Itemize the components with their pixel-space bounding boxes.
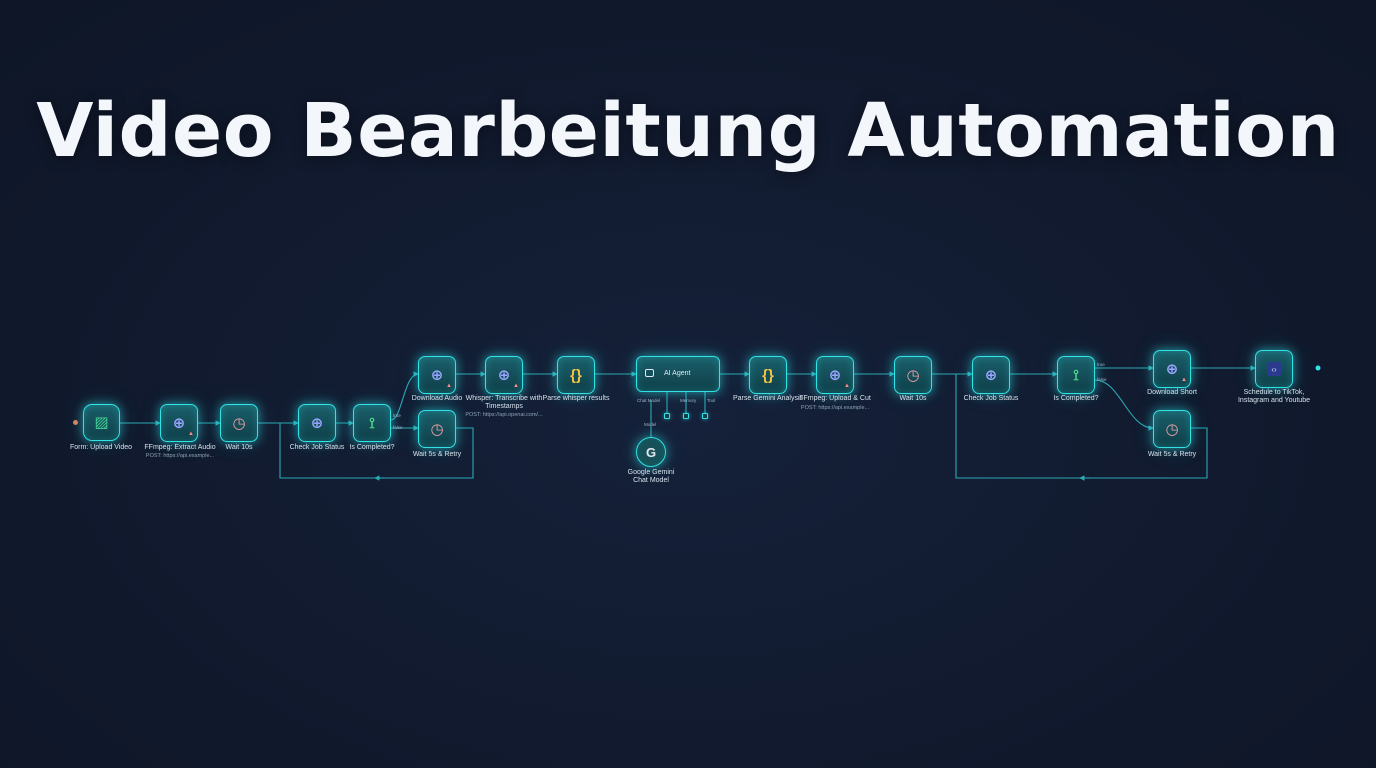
clock-icon: ◷ [1165, 420, 1179, 438]
agent-icon [645, 369, 654, 377]
node-label: Wait 5s & Retry [1147, 451, 1197, 458]
node-label: Form: Upload Video [69, 444, 133, 451]
node-label: Is Completed? [1053, 395, 1099, 402]
agent-port[interactable] [664, 413, 670, 419]
node-subtitle: POST: https://api.example... [800, 405, 870, 411]
node-label: Is Completed? [349, 444, 395, 451]
warning-icon: ▲ [188, 431, 194, 437]
code-icon: {} [570, 366, 582, 384]
trigger-indicator [73, 420, 78, 425]
clock-icon: ◷ [232, 414, 246, 432]
node-label: Wait 10s [899, 395, 927, 402]
if-icon: ⟟ [369, 414, 375, 432]
agent-port[interactable] [702, 413, 708, 419]
node-label: Parse Gemini Analysis [732, 395, 804, 402]
node-label: Check Job Status [289, 444, 345, 451]
agent-port-label: Memory [680, 398, 697, 403]
globe-icon: ⊕ [497, 366, 511, 384]
warning-icon: ▲ [844, 383, 850, 389]
warning-icon: ▲ [513, 383, 519, 389]
globe-icon: ⊕ [430, 366, 444, 384]
globe-icon: ⊕ [310, 414, 324, 432]
node-label: FFmpeg: Extract Audio [144, 444, 216, 451]
node-label: FFmpeg: Upload & Cut [799, 395, 871, 402]
form-icon: ▨ [94, 414, 109, 431]
globe-icon: ⊕ [984, 366, 998, 384]
edge [390, 371, 419, 421]
edge-label-false: false [393, 425, 403, 430]
clock-icon: ◷ [430, 420, 444, 438]
edge [1094, 379, 1154, 431]
agent-port-label: Tool [707, 398, 716, 403]
code-icon: {} [762, 366, 774, 384]
end-port [1315, 365, 1321, 371]
if-icon: ⟟ [1073, 366, 1079, 384]
warning-icon: ▲ [1181, 377, 1187, 383]
agent-port[interactable] [683, 413, 689, 419]
node-label: Whisper: Transcribe with Timestamps [465, 395, 543, 411]
edge-label-true: true [393, 413, 401, 418]
page-title: Video Bearbeitung Automation [36, 88, 1340, 174]
node-label: Wait 10s [225, 444, 253, 451]
edge-label-false: false [1097, 377, 1107, 382]
google-icon: G [645, 444, 657, 460]
node-label: Check Job Status [963, 395, 1019, 402]
globe-icon: ⊕ [828, 366, 842, 384]
node-label: Wait 5s & Retry [412, 451, 462, 458]
node-subtitle: POST: https://api.openai.com/... [465, 412, 543, 418]
upload-post-icon: ‹› [1267, 362, 1281, 376]
edge-label-true: true [1097, 362, 1105, 367]
agent-title: AI Agent [664, 370, 691, 377]
node-label: Download Short [1147, 389, 1197, 396]
globe-icon: ⊕ [172, 414, 186, 432]
node-label: Download Audio [411, 395, 463, 402]
node-subtitle: POST: https://api.example... [145, 453, 215, 459]
clock-icon: ◷ [906, 366, 920, 384]
agent-port-label: Chat Model [637, 398, 661, 403]
warning-icon: ▲ [446, 383, 452, 389]
node-label: Schedule to TikTok, Instagram and Youtub… [1237, 389, 1310, 405]
globe-icon: ⊕ [1165, 360, 1179, 378]
node-label: Google Gemini Chat Model [627, 469, 675, 485]
node-label: Parse whisper results [542, 395, 610, 402]
gemini-port-label: Model [644, 422, 657, 427]
